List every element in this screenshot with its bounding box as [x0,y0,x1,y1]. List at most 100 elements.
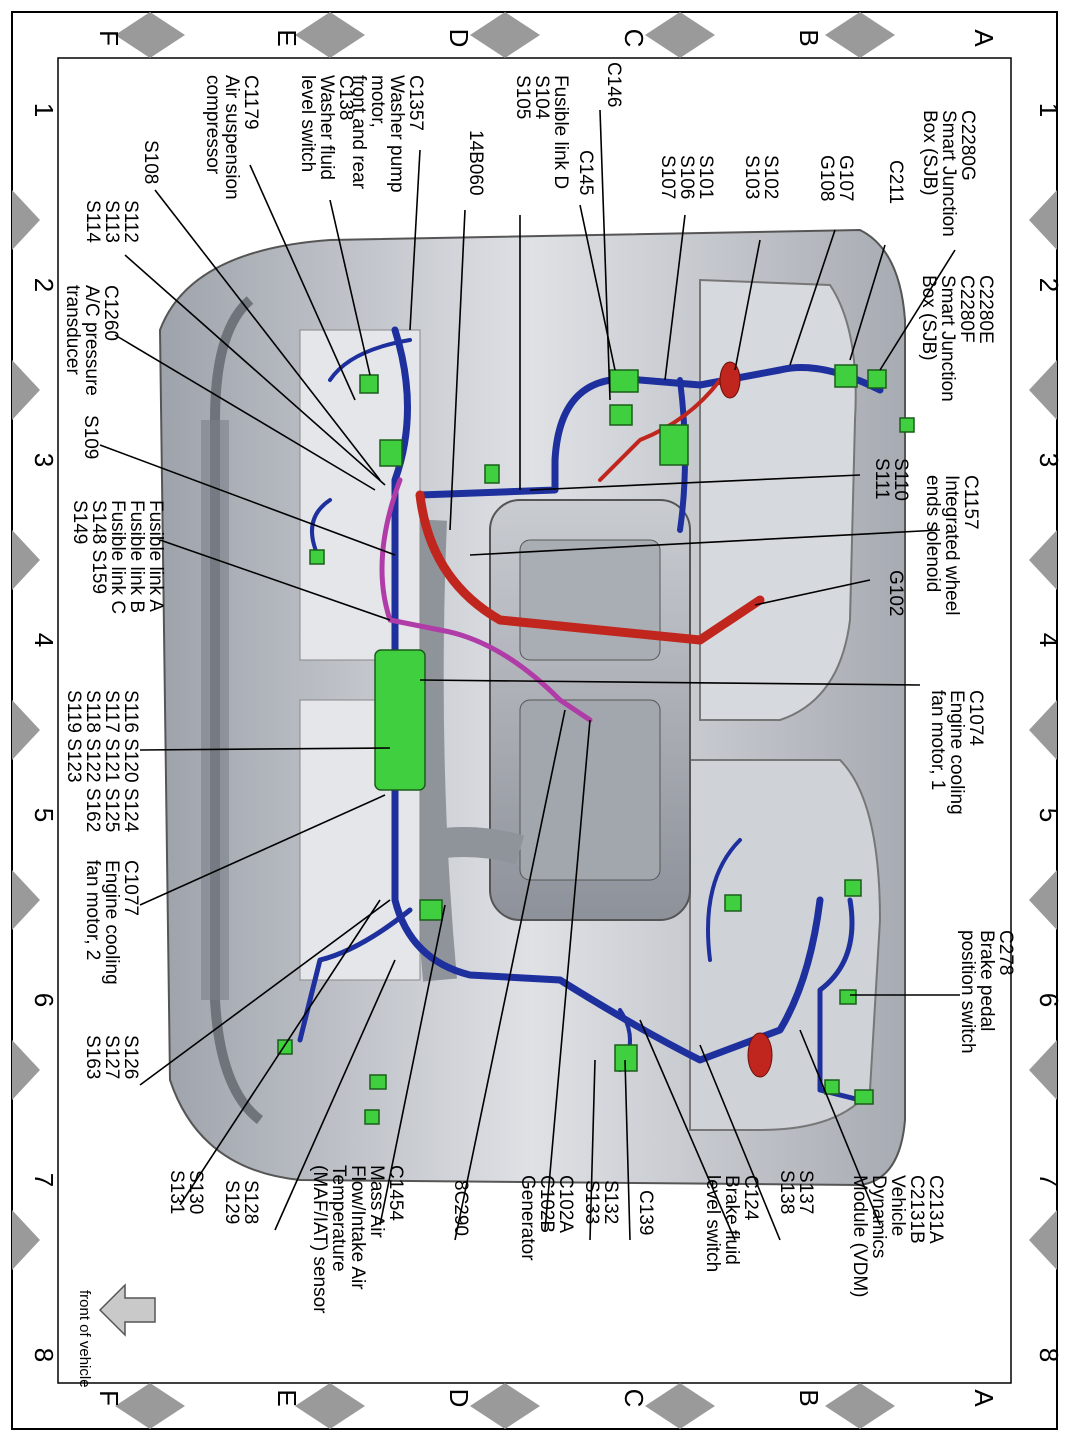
callout-c2131-line: Dynamics [868,1175,889,1258]
grid-col-label-left: 8 [29,1348,59,1362]
grid-col-label-left: 2 [29,278,59,292]
callout-c1077-line: fan motor, 2 [82,860,103,960]
callout-c1454-line: Mass Air [366,1165,387,1239]
front-of-vehicle-indicator: front of vehicle [76,1283,156,1388]
callout-c2280e-line: Smart Junction [937,275,958,402]
callout-c2131-line: Module (VDM) [849,1175,870,1297]
callout-fusa-line: Fusible link C [107,500,128,614]
callout-leaders [99,109,960,1241]
callout-c1357-line: motor, [367,75,388,128]
grid-row-label-bottom: C [619,1389,649,1408]
callout-c1077-line: C1077 [120,860,141,916]
callout-c138-line: C138 [335,75,356,120]
callout-c1454-line: Flow/Intake Air [347,1165,368,1290]
callout-s132-line: S133 [581,1180,602,1224]
grid-row-label-top: E [272,29,302,46]
callout-c1074-line: fan motor, 1 [927,690,948,790]
callout-s137-line: S138 [776,1170,797,1214]
callout-c1454-line: Temperature [328,1165,349,1272]
inner-frame [57,57,1012,1384]
callout-fusa-line: Fusible link B [126,500,147,613]
callout-c138-line: level switch [297,75,318,172]
grid-row-label-bottom: D [444,1389,474,1408]
callout-fusd-line: Fusible link D [550,75,571,189]
callout-c102-line: C102B [536,1175,557,1233]
grid-col-label-right: 4 [1034,633,1064,647]
callout-c1260-line: A/C pressure [81,285,102,396]
callout-s110-line: S110 [890,458,911,501]
callout-c2280g-line: C2280G [957,110,978,181]
callout-s132-line: S132 [600,1180,621,1224]
grid-row-label-top: A [969,29,999,47]
callout-c145-line: C145 [575,150,596,195]
grid-col-label-right: 3 [1034,453,1064,467]
callout-s126-line: S127 [101,1035,122,1079]
callout-fusd-line: S104 [531,75,552,120]
callout-s109-line: S109 [80,415,101,459]
callout-c1260-line: C1260 [100,285,121,341]
callout-g107-line: G107 [835,155,856,201]
grid-row-label-bottom: F [94,1390,124,1406]
grid-row-label-top: F [94,30,124,46]
callout-s126-line: S163 [82,1035,103,1079]
grid-row-label-bottom: A [969,1389,999,1407]
grommets [719,361,773,1078]
callout-c1157-line: C1157 [960,475,981,530]
callout-c1357-line: front and rear [348,75,369,190]
callout-s116-line: S119 S123 [63,690,84,783]
callout-c1179-line: compressor [202,75,223,175]
callout-c2280e-line: Box (SJB) [918,275,939,361]
callout-fusd-line: S105 [512,75,533,119]
grid-row-label-bottom: B [794,1389,824,1406]
grid-col-label-right: 5 [1034,808,1064,822]
callout-c2131-line: C2131A [925,1175,946,1244]
callout-s101-line: S101 [695,155,716,199]
callout-b060-line: 14B060 [465,130,486,196]
callout-s130-line: S130 [185,1170,206,1214]
callout-c1357-line: Washer pump [386,75,407,193]
callout-c2280e-line: C2280F [956,275,977,343]
engine-bay-illustration [158,228,906,1187]
grid-col-label-left: 5 [29,808,59,822]
callout-c124-line: Brake fluid [721,1175,742,1265]
callout-s112-line: S113 [101,200,122,243]
callout-s116-line: S118 S122 S162 [82,690,103,832]
callout-c146-line: C146 [603,62,624,107]
callout-c1157-line: ends solenoid [922,475,943,592]
grid-col-label-left: 6 [29,993,59,1007]
callout-c278-line: C278 [995,930,1016,975]
callout-s112-line: S114 [82,200,103,243]
callout-c1179-line: Air suspension [221,75,242,200]
callout-c278-line: position switch [957,930,978,1054]
callout-c278-line: Brake pedal [976,930,997,1031]
callout-c1454-line: C1454 [385,1165,406,1221]
callout-c139-line: C139 [635,1190,656,1235]
callout-c8290-line: 8C290 [450,1180,471,1236]
grid-row-label-top: B [794,29,824,46]
grid-row-label-top: C [619,29,649,48]
callout-c2280g-line: Smart Junction [938,110,959,237]
grid-row-label-bottom: E [272,1389,302,1406]
callout-s102-line: S103 [741,155,762,199]
callout-s110-line: S111 [871,458,892,500]
callout-g107-line: G108 [816,155,837,201]
callout-c102-line: C102A [555,1175,576,1233]
callout-s130-line: S131 [166,1170,187,1214]
callout-c102-line: Generator [517,1175,538,1261]
callout-c1357-line: C1357 [405,75,426,131]
border-diamonds [12,12,1057,1429]
grid-col-label-left: 4 [29,633,59,647]
callout-c2131-line: Vehicle [887,1175,908,1236]
callout-c1077-line: Engine cooling [101,860,122,985]
grid-col-label-right: 2 [1034,278,1064,292]
grid-col-label-right: 8 [1034,1348,1064,1362]
callout-s108-line: S108 [140,140,161,184]
callout-c138-line: Washer fluid [316,75,337,180]
callout-c124-line: level switch [702,1175,723,1272]
callout-s116-line: S117 S121 S125 [101,690,122,832]
grid-col-label-right: 6 [1034,993,1064,1007]
callout-c2280e-line: C2280E [975,275,996,344]
callout-c1454-line: (MAF/IAT) sensor [309,1165,330,1314]
